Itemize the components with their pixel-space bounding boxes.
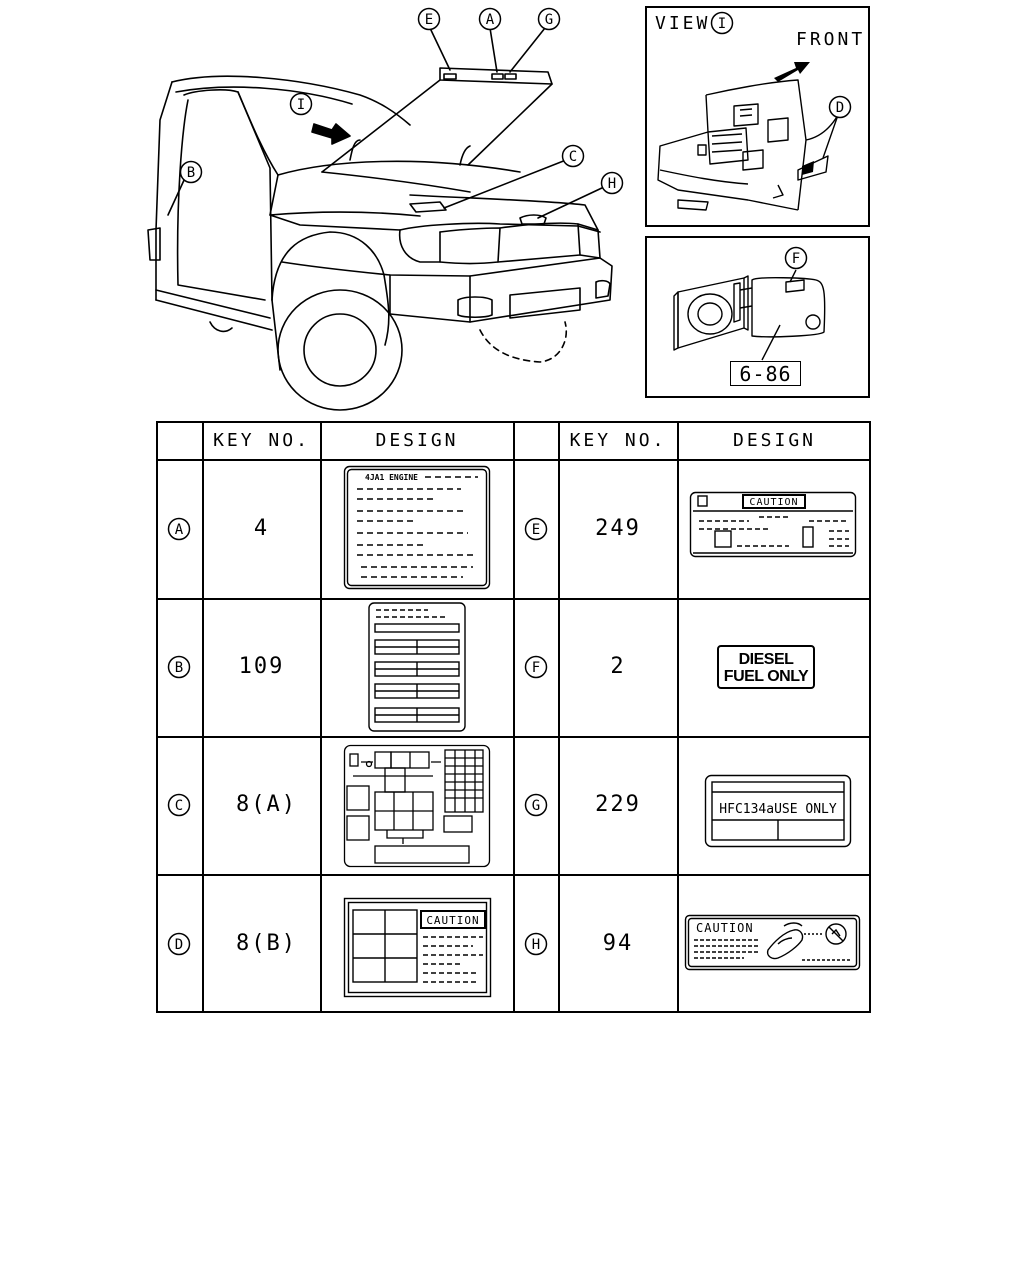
svg-text:C: C [569, 149, 577, 165]
callout-f: F [784, 246, 808, 270]
row-letter-b: B [167, 655, 191, 679]
svg-text:H: H [608, 176, 616, 192]
key-no-c: 8(A) [236, 792, 297, 817]
svg-text:B: B [175, 660, 183, 676]
table-hline [156, 598, 871, 600]
design-e-caution-label: CAUTION [689, 491, 857, 558]
view-letter-callout: I [710, 11, 734, 35]
key-no-h: 94 [602, 931, 634, 956]
table-hline [156, 736, 871, 738]
callout-i: I [289, 92, 313, 116]
callout-c: C [561, 144, 585, 168]
svg-text:H: H [532, 937, 540, 953]
svg-text:C: C [175, 798, 183, 814]
callout-g: G [537, 7, 561, 31]
svg-text:F: F [792, 251, 800, 267]
hand-warning-icon [766, 922, 847, 960]
design-b-spec-label [368, 602, 466, 732]
svg-text:E: E [532, 522, 540, 538]
design-g-hfc-label: HFC134aUSE ONLY [704, 774, 852, 848]
row-letter-d: D [167, 932, 191, 956]
svg-text:CAUTION: CAUTION [696, 921, 754, 935]
key-no-e: 249 [595, 516, 641, 541]
front-arrow-icon [774, 62, 810, 82]
svg-text:HFC134aUSE ONLY: HFC134aUSE ONLY [719, 802, 837, 817]
front-label: FRONT [796, 29, 866, 50]
header-design-right: DESIGN [732, 430, 817, 451]
view-inset-box [645, 6, 870, 227]
svg-text:D: D [836, 100, 844, 116]
header-design-left: DESIGN [375, 430, 459, 451]
svg-text:I: I [718, 16, 726, 32]
callout-d: D [828, 95, 852, 119]
key-no-a: 4 [253, 516, 270, 541]
row-letter-e: E [524, 517, 548, 541]
table-hline [156, 874, 871, 876]
vehicle-illustration [147, 27, 613, 411]
diesel-line-2: FUEL ONLY [723, 668, 809, 685]
svg-text:A: A [175, 522, 184, 538]
fuel-leaders [761, 269, 797, 361]
design-f-diesel-label: DIESEL FUEL ONLY [717, 645, 815, 689]
table-vline [558, 421, 560, 1013]
design-h-caution-label: CAUTION [684, 914, 861, 971]
callout-h: H [600, 171, 624, 195]
svg-text:A: A [486, 12, 495, 28]
view-label: VIEW [655, 13, 711, 34]
row-letter-f: F [524, 655, 548, 679]
svg-text:B: B [187, 165, 195, 181]
svg-text:D: D [175, 937, 183, 953]
svg-text:I: I [297, 97, 305, 113]
callout-b: B [179, 160, 203, 184]
key-no-f: 2 [610, 654, 626, 679]
diesel-line-1: DIESEL [738, 651, 794, 668]
key-no-b: 109 [238, 654, 285, 679]
key-no-d: 8(B) [236, 931, 297, 956]
fuel-inset-box [645, 236, 870, 398]
row-letter-c: C [167, 793, 191, 817]
design-a-engine-label: 4JA1 ENGINE [343, 465, 491, 590]
row-letter-g: G [524, 793, 548, 817]
key-no-g: 229 [595, 792, 641, 817]
dashboard-illustration [657, 79, 839, 211]
header-key-no-right: KEY NO. [569, 430, 667, 451]
callout-e: E [417, 7, 441, 31]
svg-text:G: G [545, 12, 553, 28]
header-key-no-left: KEY NO. [213, 430, 310, 451]
table-vline [677, 421, 679, 1013]
fuel-lid-illustration [673, 275, 826, 351]
design-d-caution-label: CAUTION [343, 897, 492, 998]
table-hline [156, 459, 871, 461]
table-vline [202, 421, 204, 1013]
design-c-emission-label [343, 744, 491, 868]
svg-text:F: F [532, 660, 540, 676]
svg-text:E: E [425, 12, 433, 28]
ref-label-6-86: 6-86 [730, 361, 801, 386]
row-letter-h: H [524, 932, 548, 956]
table-vline [320, 421, 322, 1013]
svg-text:CAUTION: CAUTION [749, 497, 798, 508]
callout-a: A [478, 7, 502, 31]
row-letter-a: A [167, 517, 191, 541]
svg-text:G: G [532, 798, 540, 814]
table-vline [513, 421, 515, 1013]
svg-text:4JA1 ENGINE: 4JA1 ENGINE [365, 473, 418, 482]
svg-text:CAUTION: CAUTION [426, 914, 479, 927]
